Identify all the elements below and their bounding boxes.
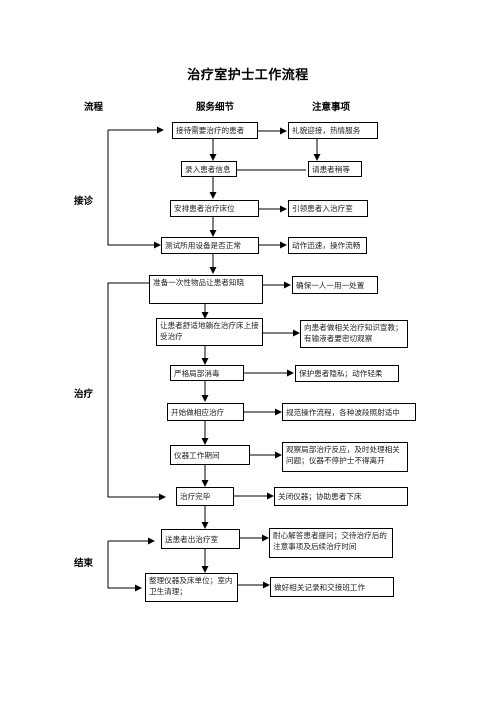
note-box-8: 规范操作流程，各种波段照射适中 [282,403,416,421]
stage-intake: 接诊 [74,196,94,207]
stage-treatment: 治疗 [74,389,94,400]
note-box-5: 确保一人一用一处置 [292,276,378,294]
note-box-3: 引领患者入治疗室 [288,200,368,217]
header-service: 服务细节 [196,102,235,113]
service-box-12: 整理仪器及床单位；室内卫生清理； [145,573,238,602]
stage-end: 结束 [74,558,94,569]
note-box-1: 礼貌迎接，热情服务 [288,122,378,139]
note-box-4: 动作迅速，操作流畅 [288,237,367,254]
header-flow: 流程 [84,102,104,113]
service-box-9: 仪器工作期间 [170,445,250,465]
bracket-intake [107,130,161,249]
bracket-end [107,541,142,592]
service-box-10: 治疗完毕 [176,487,234,506]
header-notes: 注意事项 [312,102,351,113]
service-box-7: 严格局部消毒 [170,365,244,381]
note-box-10: 关闭仪器；协助患者下床 [274,487,408,506]
service-box-11: 送患者出治疗室 [161,529,240,549]
service-box-6: 让患者舒适地躺在治疗床上接受治疗 [156,318,263,346]
service-box-8: 开始做相应治疗 [167,403,244,421]
note-box-7: 保护患者隐私；动作轻柔 [295,365,399,382]
note-box-12: 做好相关记录和交接班工作 [270,577,394,597]
note-box-9: 观察局部治疗反应，及时处理相关问题；仪器不停护士不得离开 [282,442,408,472]
bracket-treatment [107,282,166,501]
note-box-6: 向患者做相关治疗知识宣教；有输液者要密切观察 [300,320,408,348]
note-box-2: 请患者稍等 [308,161,362,177]
service-box-4: 测试所用设备是否正常 [161,237,259,254]
service-box-1: 接待需要治疗的患者 [172,122,258,139]
service-box-2: 录入患者信息 [181,161,237,177]
note-box-11: 耐心解答患者提问；交待治疗后的注意事项及后续治疗时间 [269,528,393,558]
service-box-5: 准备一次性物品让患者知晓 [149,275,263,304]
service-box-3: 安排患者治疗床位 [170,200,259,217]
page-title: 治疗室护士工作流程 [187,68,309,83]
